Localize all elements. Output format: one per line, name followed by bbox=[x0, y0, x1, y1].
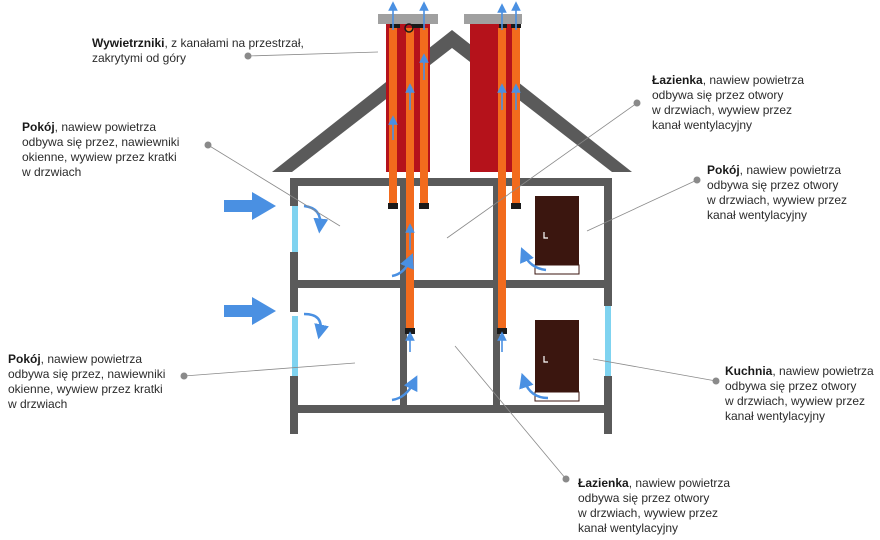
label-pokoj-bottom-left: Pokój, nawiew powietrza odbywa się przez… bbox=[8, 352, 166, 411]
roof bbox=[272, 30, 632, 172]
label-pokoj-top-right: Pokój, nawiew powietrza odbywa się przez… bbox=[707, 163, 848, 222]
door-lower bbox=[534, 320, 580, 402]
room-airflow-arrows bbox=[303, 204, 549, 402]
label-lazienka-bottom: Łazienka, nawiew powietrza odbywa się pr… bbox=[578, 476, 731, 535]
label-lazienka-top: Łazienka, nawiew powietrza odbywa się pr… bbox=[652, 73, 805, 132]
windows bbox=[292, 206, 611, 376]
duct-grilles bbox=[388, 203, 521, 334]
chimney-right bbox=[464, 14, 522, 172]
duct-airflow-arrows bbox=[388, 1, 521, 352]
house-walls bbox=[290, 178, 612, 434]
duct-cap-ring bbox=[404, 23, 414, 33]
label-wywietrzniki: Wywietrzniki, z kanałami na przestrzał, … bbox=[92, 36, 304, 65]
label-pokoj-top-left: Pokój, nawiew powietrza odbywa się przez… bbox=[22, 120, 180, 179]
incoming-air-arrows bbox=[224, 192, 276, 325]
label-kuchnia: Kuchnia, nawiew powietrza odbywa się prz… bbox=[725, 364, 874, 423]
leader-lines bbox=[180, 51, 720, 483]
door-upper bbox=[534, 196, 580, 275]
